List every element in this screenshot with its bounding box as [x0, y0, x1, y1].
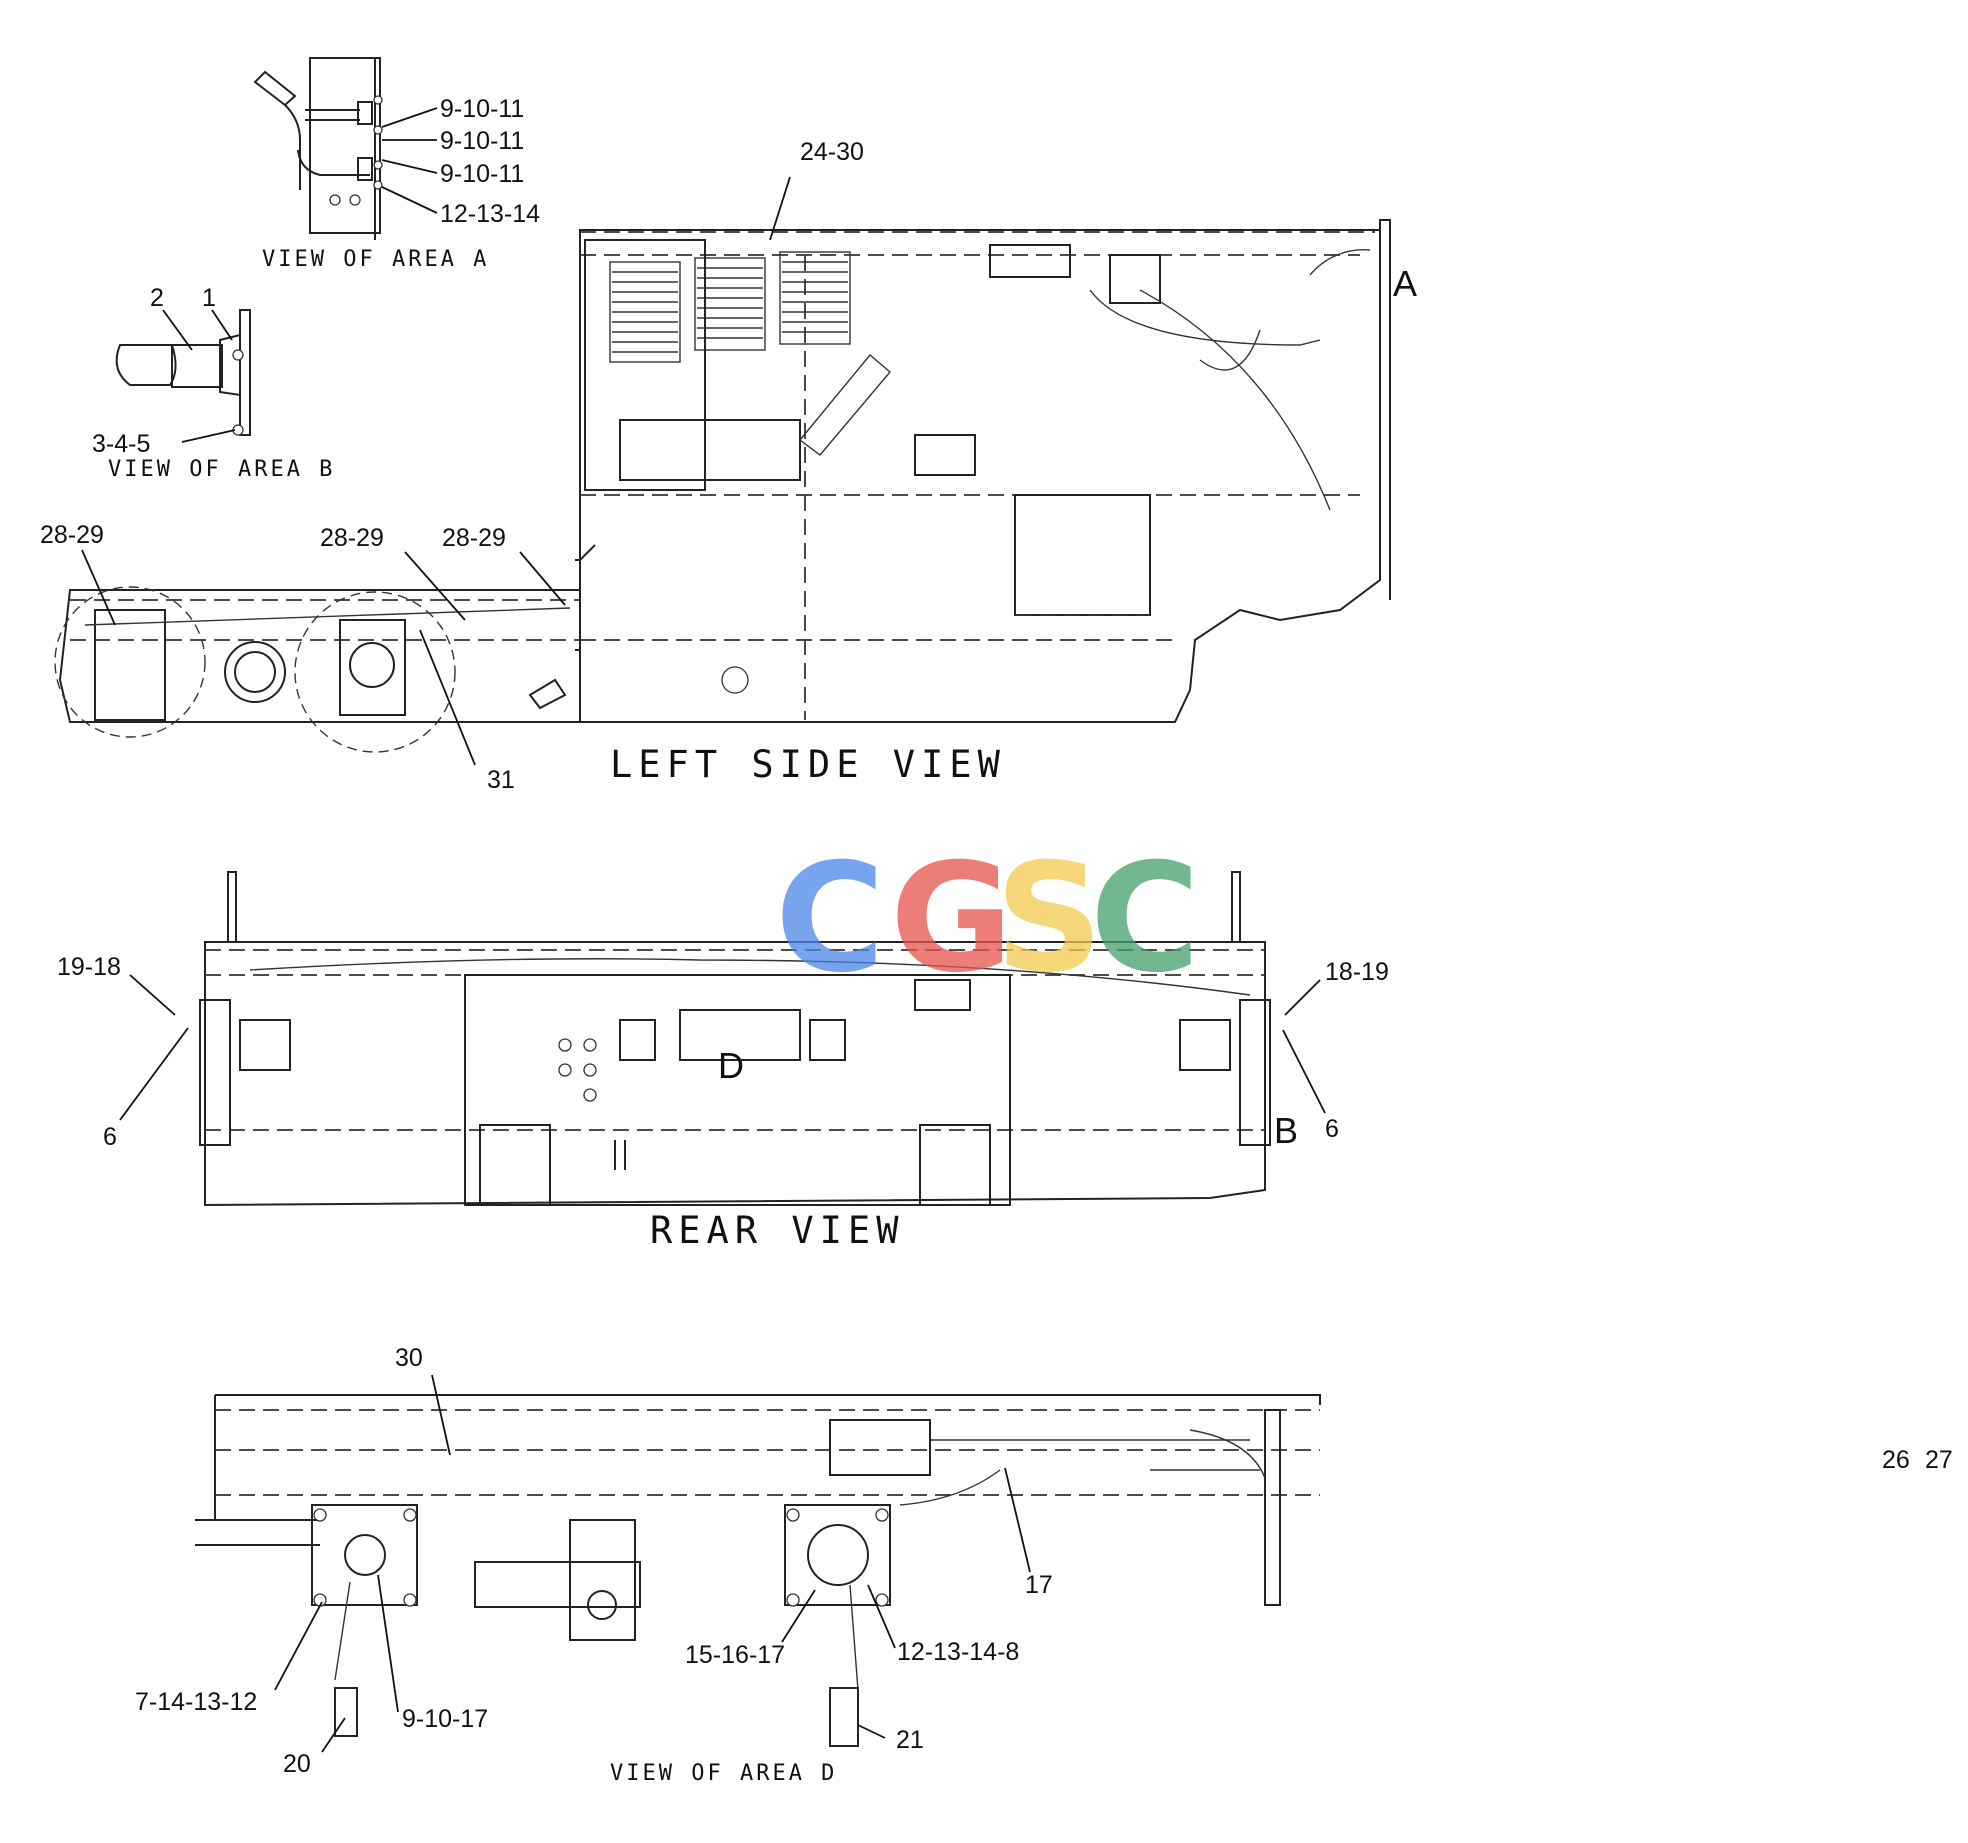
area-marker-d: D	[718, 1045, 744, 1086]
callout-area-a-1: 9-10-11	[440, 95, 524, 123]
callout-28-29-a: 28-29	[40, 521, 104, 549]
svg-text:C: C	[1090, 832, 1200, 1006]
left-side-drawing	[54, 219, 1391, 753]
callout-6-left: 6	[103, 1123, 117, 1151]
callout-28-29-c: 28-29	[442, 524, 506, 552]
caption-view-area-b: VIEW OF AREA B	[108, 457, 335, 482]
callout-6-right: 6	[1325, 1115, 1339, 1143]
callout-31: 31	[487, 766, 515, 794]
margin-ref-27: 27	[1925, 1446, 1953, 1474]
left-side-view: 24-30 28-29 28-29 28-29 31 A LEFT SIDE V…	[40, 138, 1417, 794]
callout-7-14-13-12: 7-14-13-12	[135, 1688, 257, 1716]
callout-15-16-17: 15-16-17	[685, 1641, 785, 1669]
view-area-a: 9-10-11 9-10-11 9-10-11 12-13-14 VIEW OF…	[253, 57, 540, 272]
callout-17: 17	[1025, 1571, 1053, 1599]
callout-area-a-4: 12-13-14	[440, 200, 540, 228]
title-rear-view: REAR VIEW	[650, 1209, 904, 1252]
view-area-d: 30 17 15-16-17 12-13-14-8 7-14-13-12 9-1…	[135, 1344, 1321, 1786]
rear-drawing	[199, 871, 1271, 1207]
callout-24-30: 24-30	[800, 138, 864, 166]
callout-30: 30	[395, 1344, 423, 1372]
caption-view-area-d: VIEW OF AREA D	[610, 1761, 837, 1786]
svg-text:C: C	[775, 832, 885, 1006]
cgsc-watermark-logo: C G S C	[775, 832, 1200, 1006]
callout-area-a-2: 9-10-11	[440, 127, 524, 155]
area-b-drawing	[115, 309, 251, 436]
area-d-drawing	[195, 1394, 1321, 1747]
callout-area-b-3-4-5: 3-4-5	[92, 430, 150, 458]
rear-view: 19-18 18-19 6 6 D B REAR VIEW	[57, 871, 1389, 1252]
title-left-side-view: LEFT SIDE VIEW	[610, 743, 1006, 786]
margin-ref-26: 26	[1882, 1446, 1910, 1474]
callout-area-b-1: 1	[202, 284, 216, 312]
callout-9-10-17: 9-10-17	[402, 1705, 488, 1733]
callout-12-13-14-8: 12-13-14-8	[897, 1638, 1019, 1666]
area-marker-b: B	[1274, 1110, 1298, 1151]
grille-panels	[609, 251, 851, 363]
callout-21: 21	[896, 1726, 924, 1754]
callout-19-18: 19-18	[57, 953, 121, 981]
callout-area-a-3: 9-10-11	[440, 160, 524, 188]
svg-text:G: G	[890, 832, 1013, 1006]
callout-18-19: 18-19	[1325, 958, 1389, 986]
caption-view-area-a: VIEW OF AREA A	[262, 247, 489, 272]
svg-text:S: S	[995, 832, 1103, 1006]
area-a-drawing	[253, 57, 383, 240]
callout-20: 20	[283, 1750, 311, 1778]
callout-28-29-b: 28-29	[320, 524, 384, 552]
view-area-b: 2 1 3-4-5 VIEW OF AREA B	[92, 284, 335, 482]
area-marker-a: A	[1393, 263, 1417, 304]
callout-area-b-2: 2	[150, 284, 164, 312]
